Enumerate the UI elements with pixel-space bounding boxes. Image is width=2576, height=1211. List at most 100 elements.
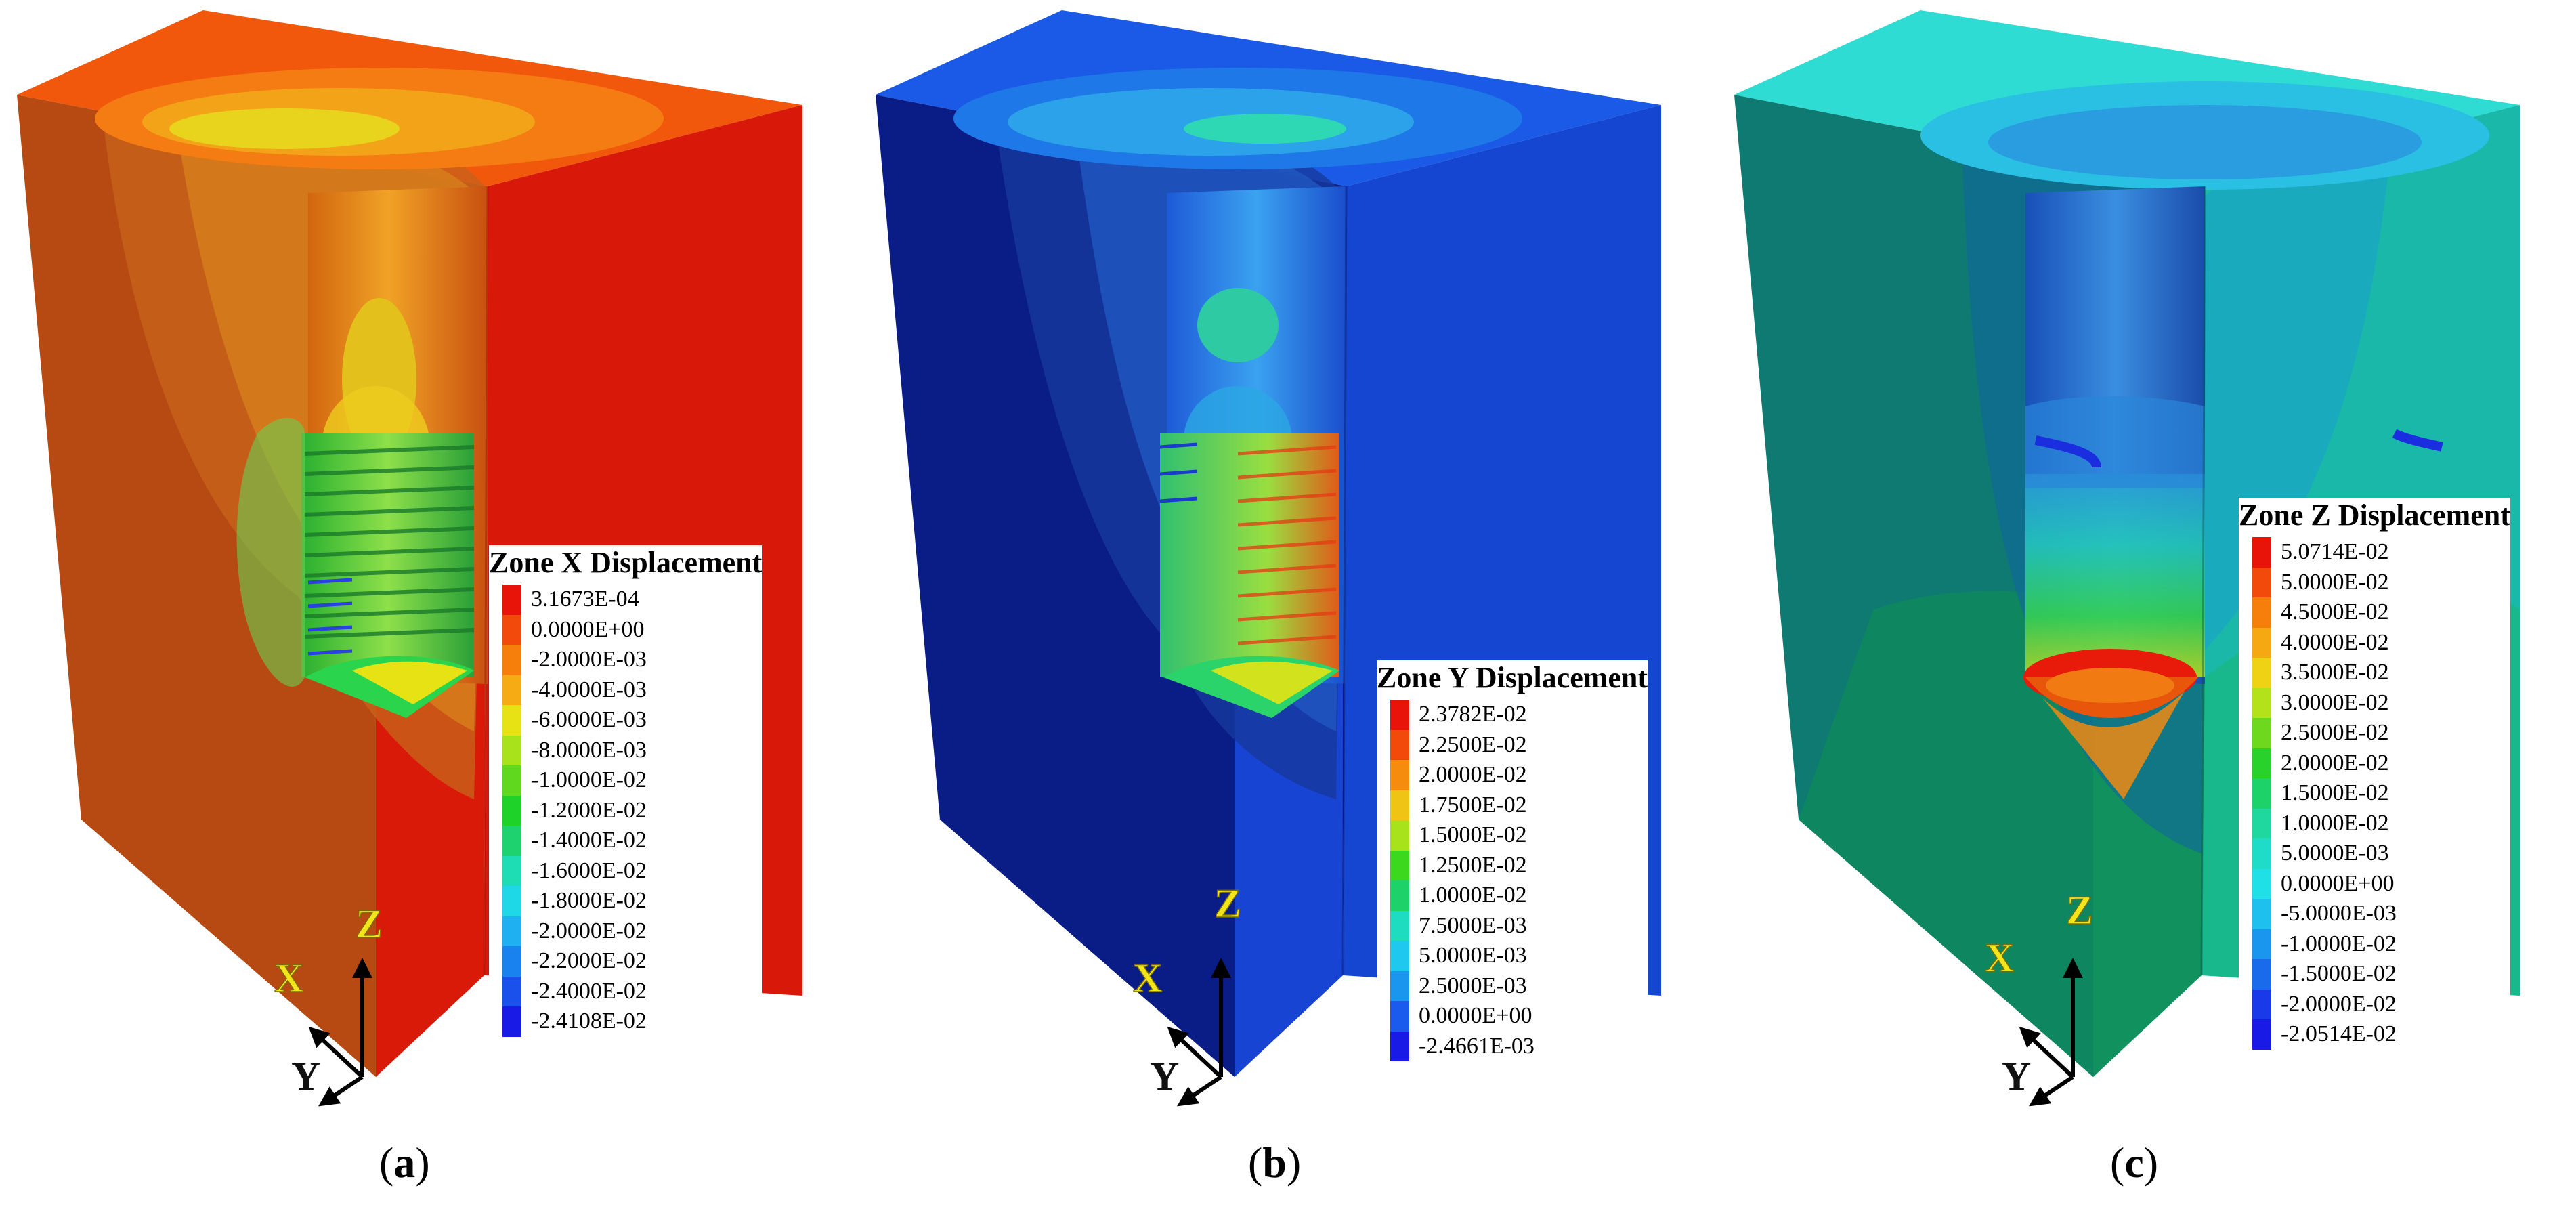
legend-label: -8.0000E-03 <box>531 737 647 763</box>
legend-label: 0.0000E+00 <box>531 616 645 642</box>
legend-swatch <box>2252 808 2271 838</box>
x-axis-arrow <box>1167 1026 1223 1079</box>
legend-level: -2.4661E-03 <box>1377 1031 1648 1061</box>
legend-title: Zone X Displacement <box>489 546 763 579</box>
axis-label-z: Z <box>1214 880 1242 927</box>
legend-label: 5.0000E-03 <box>1419 943 1527 969</box>
legend-level: -1.6000E-02 <box>489 855 762 886</box>
thread-region <box>1159 433 1339 677</box>
legend-label: 2.0000E-02 <box>1419 762 1527 788</box>
legend-level: 3.5000E-02 <box>2239 658 2510 688</box>
legend-swatch <box>2252 959 2271 990</box>
legend-swatch <box>502 735 521 765</box>
legend-level: 0.0000E+00 <box>489 614 762 645</box>
legend-level: -6.0000E-03 <box>489 705 762 736</box>
legend-label: -1.0000E-02 <box>531 767 647 793</box>
legend-swatch <box>2252 718 2271 748</box>
contour-block-x <box>17 10 802 1077</box>
legend-level: 5.0000E-03 <box>2239 838 2510 869</box>
legend-swatch <box>502 916 521 946</box>
thread-region <box>301 433 475 677</box>
legend-swatch <box>2252 537 2271 568</box>
legend-swatch <box>2252 1019 2271 1050</box>
legend-swatch <box>1390 880 1409 911</box>
axis-triad <box>2019 958 2083 1107</box>
legend-label: -1.6000E-02 <box>531 857 647 883</box>
legend-level: 1.0000E-02 <box>1377 880 1648 911</box>
legend-swatch <box>1390 729 1409 760</box>
legend-label: 3.5000E-02 <box>2281 660 2389 685</box>
legend-label: -1.0000E-02 <box>2281 931 2397 956</box>
legend-level: 2.3782E-02 <box>1377 700 1648 730</box>
axis-label-y: Y <box>291 1054 321 1099</box>
legend-label: -1.8000E-02 <box>531 888 647 914</box>
legend-swatch <box>1390 850 1409 880</box>
axis-label-x: X <box>1132 955 1163 1001</box>
legend-label: -2.0000E-02 <box>531 918 647 943</box>
legend-label: 2.0000E-02 <box>2281 750 2389 776</box>
legend-swatch <box>2252 748 2271 778</box>
legend-label: -1.4000E-02 <box>531 828 647 853</box>
legend-label: -1.2000E-02 <box>531 797 647 823</box>
legend-label: 7.5000E-03 <box>1419 912 1527 938</box>
legend-label: 5.0000E-03 <box>2281 841 2389 866</box>
legend-level: 5.0714E-02 <box>2239 537 2510 568</box>
legend-label: -2.0514E-02 <box>2281 1021 2397 1047</box>
legend-swatch <box>2252 597 2271 628</box>
legend-level: -1.8000E-02 <box>489 886 762 916</box>
legend-label: 1.5000E-02 <box>1419 822 1527 848</box>
legend-swatch <box>502 976 521 1006</box>
legend-swatch <box>1390 941 1409 971</box>
legend-swatch <box>502 765 521 796</box>
legend-swatch <box>1390 971 1409 1001</box>
legend-swatch <box>2252 567 2271 597</box>
legend-label: 1.5000E-02 <box>2281 780 2389 806</box>
axis-triad <box>308 958 372 1107</box>
legend-level: -1.2000E-02 <box>489 795 762 826</box>
legend-swatch <box>1390 1001 1409 1032</box>
legend-swatch <box>2252 838 2271 869</box>
legend-label: -4.0000E-03 <box>531 677 647 702</box>
legend-level: -8.0000E-03 <box>489 735 762 765</box>
legend-swatch <box>2252 989 2271 1019</box>
legend-level: 3.1673E-04 <box>489 585 762 615</box>
legend-swatch <box>502 614 521 645</box>
legend-label: 5.0714E-02 <box>2281 539 2389 565</box>
legend-label: 2.2500E-02 <box>1419 731 1527 757</box>
legend-level: -2.0514E-02 <box>2239 1019 2510 1050</box>
legend-level: 2.5000E-02 <box>2239 718 2510 748</box>
legend-swatch <box>1390 820 1409 851</box>
legend-label: 5.0000E-02 <box>2281 569 2389 595</box>
legend-swatch <box>2252 929 2271 959</box>
legend-swatch <box>1390 760 1409 790</box>
y-axis-arrow <box>1177 1075 1222 1107</box>
legend-level: -1.5000E-02 <box>2239 959 2510 990</box>
legend-swatch <box>502 1006 521 1037</box>
legend-swatch <box>1390 1031 1409 1061</box>
legend-swatch <box>1390 790 1409 820</box>
legend-swatch <box>2252 899 2271 929</box>
legend-level: -2.2000E-02 <box>489 946 762 977</box>
legend-level: 2.0000E-02 <box>2239 748 2510 778</box>
legend-swatch <box>502 675 521 705</box>
legend-level: 1.7500E-02 <box>1377 790 1648 820</box>
legend-label: 1.2500E-02 <box>1419 852 1527 878</box>
legend-label: -2.0000E-02 <box>2281 991 2397 1017</box>
caption-c: (c) <box>2110 1139 2159 1187</box>
x-axis-arrow <box>308 1026 364 1079</box>
legend-level: 4.0000E-02 <box>2239 627 2510 658</box>
axis-label-x: X <box>274 955 304 1001</box>
axis-label-y: Y <box>2002 1054 2032 1099</box>
legend-swatch <box>1390 700 1409 730</box>
caption-b: (b) <box>1248 1139 1302 1187</box>
legend-swatch <box>502 795 521 826</box>
axis-label-x: X <box>1984 935 2015 981</box>
legend-label: 4.5000E-02 <box>2281 599 2389 625</box>
